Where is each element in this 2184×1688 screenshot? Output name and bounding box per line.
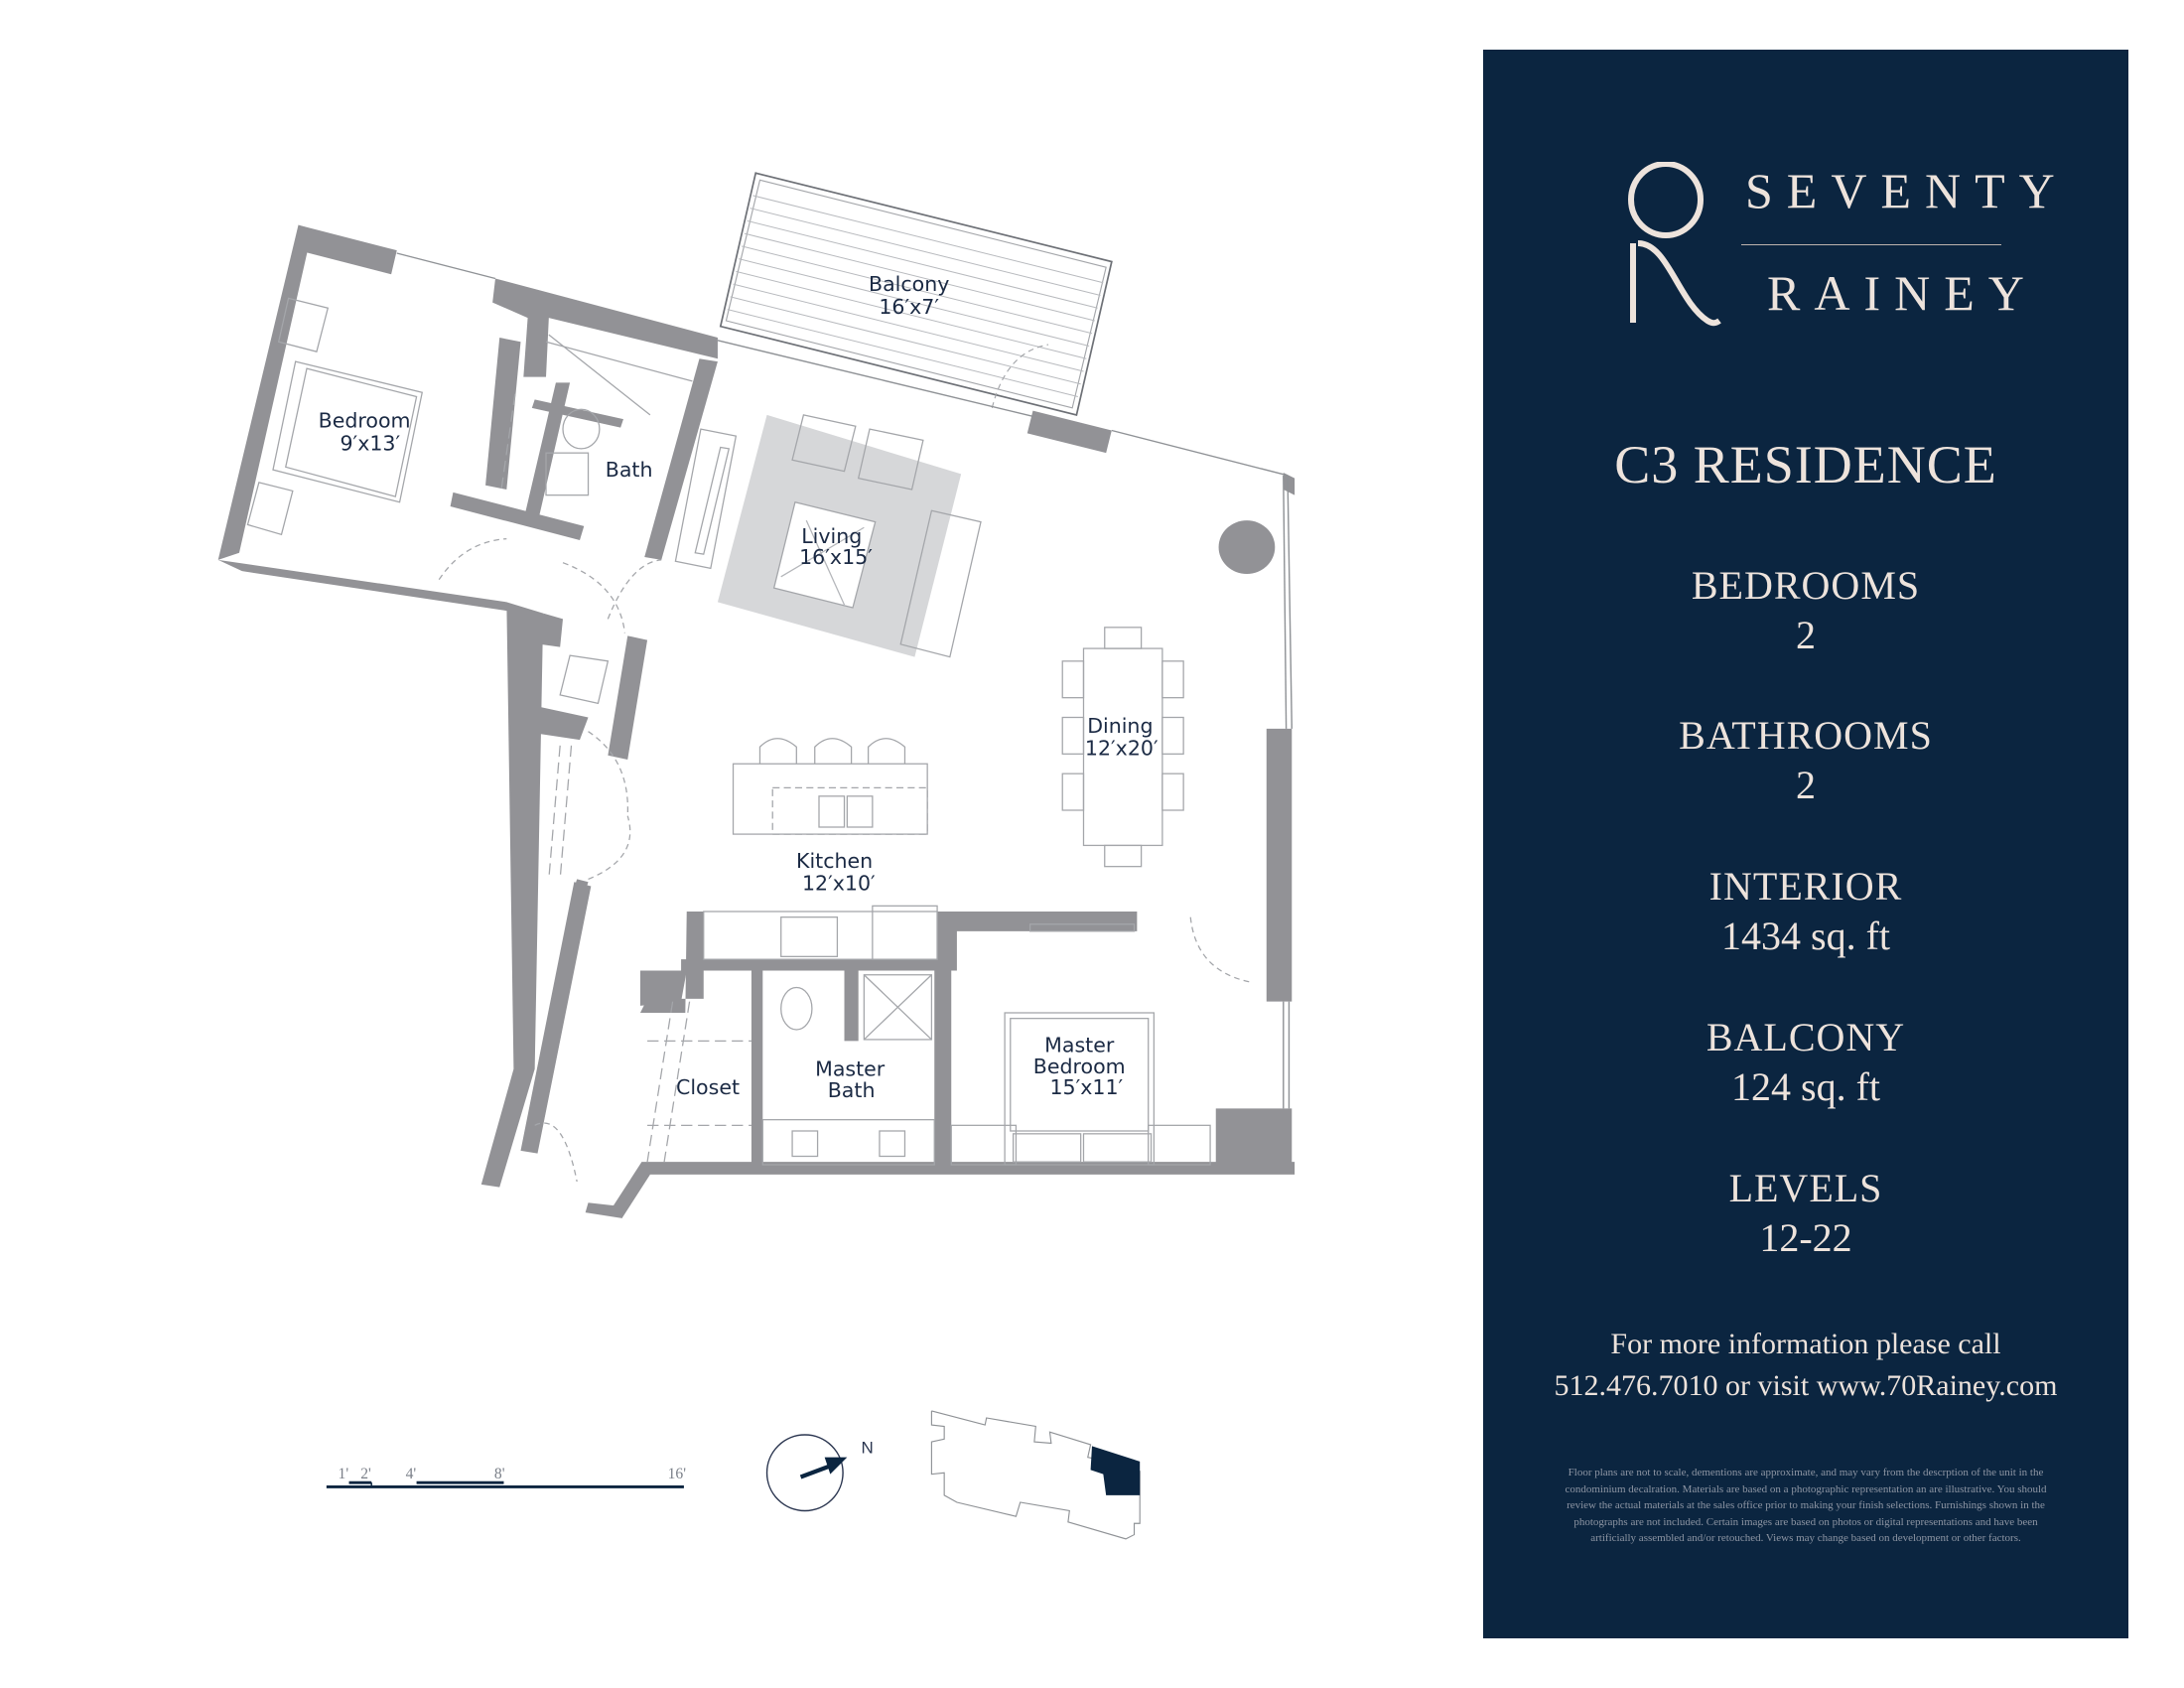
room-size-balcony: 16′x7′ bbox=[879, 295, 939, 319]
room-label-bath: Bath bbox=[606, 458, 653, 482]
room-label-master-bath: Master bbox=[815, 1057, 886, 1081]
disclaimer-text: Floor plans are not to scale, dementions… bbox=[1565, 1467, 2047, 1544]
room-label-master-bath-2: Bath bbox=[828, 1078, 876, 1102]
svg-text:N: N bbox=[862, 1438, 874, 1457]
room-size-living: 16′x15′ bbox=[799, 545, 873, 569]
room-size-master-bedroom: 15′x11′ bbox=[1049, 1075, 1123, 1099]
balcony-area bbox=[719, 172, 1113, 416]
room-label-bedroom: Bedroom bbox=[319, 409, 411, 433]
building-key-plan-icon bbox=[930, 1410, 1141, 1540]
room-label-master-bedroom-2: Bedroom bbox=[1033, 1055, 1126, 1078]
room-label-master-bedroom: Master bbox=[1044, 1034, 1115, 1057]
stat-bathrooms: BATHROOMS 2 bbox=[1679, 713, 1933, 807]
svg-text:4': 4' bbox=[406, 1466, 417, 1482]
structural-column bbox=[1218, 520, 1276, 574]
logo-divider bbox=[1741, 244, 2001, 245]
seventy-rainey-logo: SEVENTY RAINEY bbox=[1628, 162, 2055, 336]
contact-line-1: For more information please call bbox=[1610, 1328, 2001, 1360]
stat-interior: INTERIOR 1434 sq. ft bbox=[1708, 864, 1903, 958]
scale-bar: 1' 2' 4' 8' 16' bbox=[326, 1466, 687, 1488]
stat-balcony: BALCONY 124 sq. ft bbox=[1706, 1015, 1906, 1109]
room-label-kitchen: Kitchen bbox=[796, 849, 873, 873]
room-size-kitchen: 12′x10′ bbox=[802, 872, 876, 896]
stat-bedrooms: BEDROOMS 2 bbox=[1691, 563, 1921, 657]
room-label-balcony: Balcony bbox=[869, 272, 949, 296]
svg-text:2': 2' bbox=[360, 1466, 371, 1482]
svg-text:8': 8' bbox=[494, 1466, 505, 1482]
room-label-closet: Closet bbox=[676, 1075, 740, 1099]
svg-text:1': 1' bbox=[339, 1466, 349, 1482]
info-panel: SEVENTY RAINEY C3 RESIDENCE BEDROOMS 2 B… bbox=[1483, 50, 2128, 1638]
room-label-dining: Dining bbox=[1087, 714, 1153, 738]
contact-info: For more information please call 512.476… bbox=[1483, 1324, 2128, 1407]
room-size-bedroom: 9′x13′ bbox=[340, 431, 400, 455]
svg-text:16': 16' bbox=[668, 1466, 687, 1482]
walls bbox=[217, 224, 1296, 1218]
stat-levels: LEVELS 12-22 bbox=[1728, 1166, 1883, 1260]
brand-line-1: SEVENTY bbox=[1745, 163, 2069, 218]
residence-title: C3 RESIDENCE bbox=[1614, 435, 1997, 494]
room-size-dining: 12′x20′ bbox=[1085, 737, 1159, 761]
room-label-living: Living bbox=[801, 524, 862, 548]
brand-line-2: RAINEY bbox=[1767, 265, 2038, 321]
monogram-icon bbox=[1628, 162, 1721, 327]
contact-line-2[interactable]: 512.476.7010 or visit www.70Rainey.com bbox=[1554, 1369, 2058, 1402]
north-arrow-icon: N bbox=[765, 1434, 874, 1512]
